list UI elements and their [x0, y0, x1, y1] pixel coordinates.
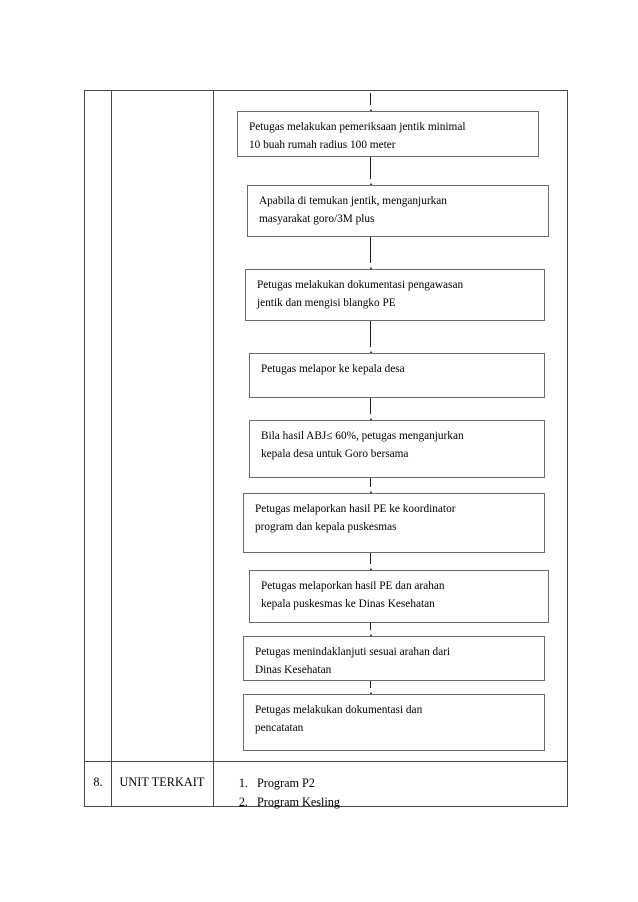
flow-step-3-line-2: jentik dan mengisi blangko PE [257, 296, 396, 309]
table-column-divider-1 [111, 91, 112, 806]
table-column-divider-2 [213, 91, 214, 806]
flow-step-9-line-1: Petugas melakukan dokumentasi dan [255, 704, 423, 716]
flow-step-1: Petugas melakukan pemeriksaan jentik min… [237, 111, 539, 157]
flow-step-5: Bila hasil ABJ≤ 60%, petugas menganjurka… [249, 420, 545, 478]
flow-step-2: Apabila di temukan jentik, menganjurkan … [247, 185, 549, 237]
flow-step-8: Petugas menindaklanjuti sesuai arahan da… [243, 636, 545, 681]
table-row-divider [85, 761, 567, 762]
flow-arrow-3 [365, 321, 376, 353]
flow-step-3: Petugas melakukan dokumentasi pengawasan… [245, 269, 545, 321]
flow-step-6-line-2: program dan kepala puskesmas [255, 520, 397, 533]
flow-step-9: Petugas melakukan dokumentasi dan pencat… [243, 694, 545, 751]
flow-step-1-line-1: Petugas melakukan pemeriksaan jentik min… [249, 121, 466, 133]
flow-step-2-line-2: masyarakat goro/3M plus [259, 212, 375, 225]
flow-step-7-line-2: kepala puskesmas ke Dinas Kesehatan [261, 597, 435, 610]
unit-terkait-list: Program P2 Program Kesling [213, 774, 567, 812]
sop-table: Petugas melakukan pemeriksaan jentik min… [84, 90, 568, 809]
flow-step-6: Petugas melaporkan hasil PE ke koordinat… [243, 493, 545, 553]
flow-step-4: Petugas melapor ke kepala desa [249, 353, 545, 398]
flow-arrow-2 [365, 237, 376, 269]
flow-step-8-line-2: Dinas Kesehatan [255, 663, 332, 676]
flow-arrow-4 [365, 398, 376, 420]
flow-step-2-line-1: Apabila di temukan jentik, menganjurkan [259, 195, 447, 207]
flow-step-4-line-1: Petugas melapor ke kepala desa [261, 363, 405, 375]
flow-arrow-6 [365, 553, 376, 570]
flow-arrow-8 [365, 681, 376, 694]
list-item: Program Kesling [251, 793, 567, 812]
flow-arrow-5 [365, 478, 376, 493]
flow-arrow-7 [365, 623, 376, 636]
flow-step-1-line-2: 10 buah rumah radius 100 meter [249, 138, 396, 151]
flow-arrow-0 [365, 93, 376, 111]
flowchart: Petugas melakukan pemeriksaan jentik min… [213, 91, 567, 761]
row-number: 8. [93, 775, 103, 789]
row-content: Program P2 Program Kesling [213, 761, 567, 812]
flow-step-9-line-2: pencatatan [255, 721, 304, 734]
flow-step-7: Petugas melaporkan hasil PE dan arahan k… [249, 570, 549, 623]
flow-arrow-1 [365, 157, 376, 185]
flow-step-3-line-1: Petugas melakukan dokumentasi pengawasan [257, 279, 464, 291]
list-item: Program P2 [251, 774, 567, 793]
flow-step-6-line-1: Petugas melaporkan hasil PE ke koordinat… [255, 503, 456, 515]
flow-step-7-line-1: Petugas melaporkan hasil PE dan arahan [261, 580, 445, 592]
flow-step-5-line-1: Bila hasil ABJ≤ 60%, petugas menganjurka… [261, 430, 464, 442]
row-title: UNIT TERKAIT [119, 775, 205, 789]
flow-step-5-line-2: kepala desa untuk Goro bersama [261, 447, 409, 460]
flow-step-8-line-1: Petugas menindaklanjuti sesuai arahan da… [255, 646, 451, 658]
